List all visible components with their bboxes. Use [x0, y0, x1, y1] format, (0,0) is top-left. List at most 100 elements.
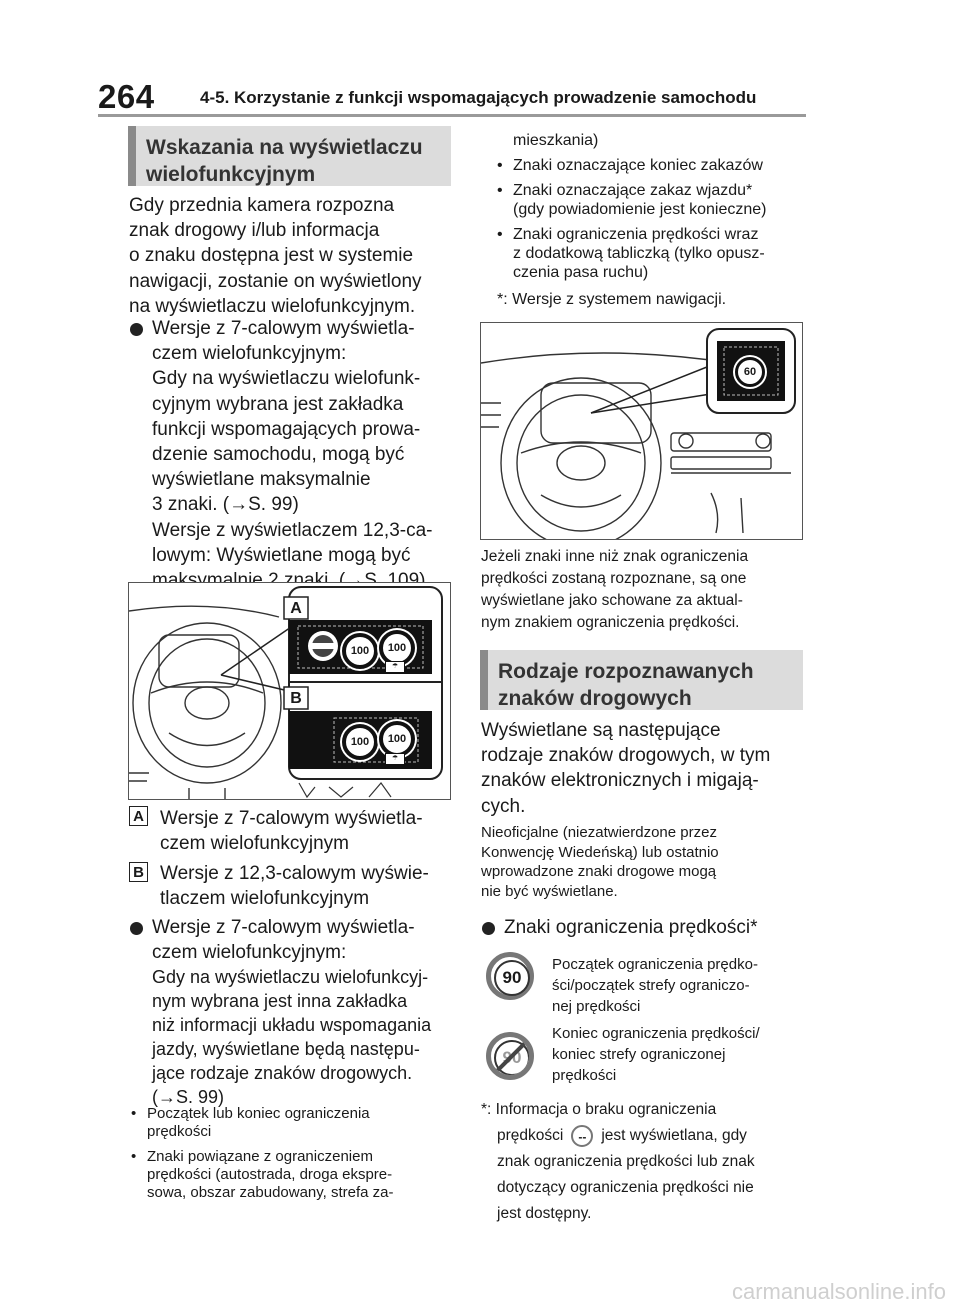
- text-line: nym wybrana jest inna zakładka: [152, 991, 408, 1012]
- plate-icon: ☂: [385, 753, 405, 765]
- text-line: prędkości (autostrada, droga ekspre-: [147, 1166, 393, 1183]
- text-line: wprowadzone znaki drogowe mogą: [481, 863, 717, 880]
- bullet-paragraph: Wersje z 7-calowym wyświetla- czem wielo…: [152, 915, 452, 1109]
- page-number: 264: [98, 78, 155, 115]
- text-line: 3 znaki. (→S. 99): [152, 494, 299, 516]
- text-line: ści/początek strefy ograniczo-: [552, 977, 750, 994]
- speed-limit-end-icon: 90: [486, 1032, 534, 1080]
- text-line: Wersje z 7-calowym wyświetla-: [152, 318, 415, 339]
- text-line: Początek ograniczenia prędko-: [552, 956, 758, 973]
- text-line: funkcji wspomagających prowa-: [152, 418, 421, 440]
- footnote: *: Wersje z systemem nawigacji.: [497, 291, 727, 308]
- bullet-icon: •: [131, 1148, 137, 1165]
- text-line: jest dostępny.: [497, 1205, 592, 1222]
- text-line: czem wielofunkcyjnym:: [152, 942, 347, 964]
- text-line: lowym: Wyświetlane mogą być: [152, 544, 411, 566]
- plate-icon: ☂: [385, 661, 405, 673]
- text-segment: prędkości: [497, 1127, 564, 1144]
- legend-label-a: A: [129, 806, 148, 826]
- text-line: Wersje z 12,3-calowym wyświe-: [160, 863, 429, 884]
- small-list: • Początek lub koniec ograniczenia prędk…: [131, 1105, 461, 1202]
- text-line: Gdy na wyświetlaczu wielofunk-: [152, 368, 421, 390]
- section-heading-line: Wskazania na wyświetlaczu: [146, 136, 423, 159]
- text-segment: jest wyświetlana, gdy: [601, 1127, 747, 1144]
- list-item: • Znaki oznaczające koniec zakazów: [497, 156, 807, 175]
- right-list: mieszkania) • Znaki oznaczające koniec z…: [497, 131, 807, 309]
- legend-b-text: Wersje z 12,3-calowym wyświe- tlaczem wi…: [160, 861, 455, 911]
- no-limit-footnote: *: Informacja o braku ograniczenia prędk…: [481, 1097, 811, 1227]
- figure-dashboard-display: 100 100 ☂ 100 100 ☂ A B: [128, 582, 451, 800]
- sign2-description: Koniec ograniczenia prędkości/ koniec st…: [552, 1023, 812, 1086]
- text-line: nej prędkości: [552, 998, 641, 1015]
- text-line: Znaki ograniczenia prędkości wraz: [513, 226, 759, 243]
- figure-label-a: A: [290, 600, 302, 617]
- text-line: Wersje z 7-calowym wyświetla-: [160, 808, 423, 829]
- speed-limit-value: 90: [494, 960, 530, 996]
- speed-sign-icon: 100: [342, 724, 378, 760]
- text-line: sowa, obszar zabudowany, strefa za-: [147, 1184, 394, 1201]
- header-rule: [98, 114, 806, 117]
- section-heading-line: wielofunkcyjnym: [146, 163, 316, 186]
- no-limit-icon: --: [571, 1125, 594, 1147]
- text-line: cyjnym wybrana jest zakładka: [152, 393, 404, 415]
- speed-sign-icon: 100: [379, 721, 415, 757]
- text-line: Wersje z 7-calowym wyświetla-: [152, 917, 415, 938]
- figure-caption: Jeżeli znaki inne niż znak ograniczenia …: [481, 546, 811, 634]
- text-line: Wersje z wyświetlaczem 12,3-ca-: [152, 519, 433, 541]
- text-line: koniec strefy ograniczonej: [552, 1046, 726, 1063]
- text-line: Nieoficjalne (niezatwierdzone przez: [481, 824, 717, 841]
- text-line: Gdy przednia kamera rozpozna: [129, 195, 395, 216]
- text-line: *: Informacja o braku ograniczenia: [481, 1101, 717, 1118]
- text-line: Znaki oznaczające koniec zakazów: [513, 157, 763, 174]
- list-item: • Znaki ograniczenia prędkości wraz z do…: [497, 225, 807, 282]
- text-line: cych.: [481, 795, 526, 817]
- text-line: znak ograniczenia prędkości lub znak: [497, 1153, 755, 1170]
- text-line: Konwencję Wiedeńską) lub ostatnio: [481, 843, 719, 861]
- list-item: • Znaki powiązane z ograniczeniem prędko…: [131, 1148, 461, 1202]
- speed-limit-start-icon: 90: [486, 952, 534, 1000]
- bullet-icon: •: [497, 157, 503, 174]
- chapter-title: 4-5. Korzystanie z funkcji wspomagającyc…: [200, 88, 757, 107]
- text-line: czem wielofunkcyjnym:: [152, 343, 347, 365]
- text-line: (→S. 99): [152, 1087, 225, 1108]
- text-line: nawigacji, zostanie on wyświetlony: [129, 270, 422, 292]
- bullet-dot-icon: [130, 323, 143, 336]
- text-line: wyświetlane maksymalnie: [152, 469, 371, 491]
- signs-note: Nieoficjalne (niezatwierdzone przez Konw…: [481, 823, 811, 901]
- text-line: znak drogowy i/lub informacja: [129, 220, 380, 242]
- text-line: o znaku dostępna jest w systemie: [129, 245, 414, 267]
- text-line: czem wielofunkcyjnym: [160, 833, 349, 855]
- bullet-dot-icon: [482, 922, 495, 935]
- bullet-dot-icon: [130, 922, 143, 935]
- section-heading-signs: Rodzaje rozpoznawanych znaków drogowych: [480, 650, 803, 710]
- bullet-icon: •: [131, 1105, 137, 1122]
- text-line: prędkości zostaną rozpoznane, są one: [481, 570, 747, 587]
- bullet-title: Znaki ograniczenia prędkości*: [504, 917, 758, 938]
- legend-label-b: B: [129, 862, 148, 882]
- text-line: jące rodzaje znaków drogowych.: [152, 1063, 413, 1084]
- text-line: Wyświetlane są następujące: [481, 720, 721, 741]
- signs-intro: Wyświetlane są następujące rodzaje znakó…: [481, 718, 811, 819]
- text-line: Jeżeli znaki inne niż znak ograniczenia: [481, 548, 749, 565]
- dashboard-illustration-icon: [481, 328, 796, 539]
- legend-a-text: Wersje z 7-calowym wyświetla- czem wielo…: [160, 806, 455, 856]
- text-line: Znaki oznaczające zakaz wjazdu*: [513, 182, 753, 199]
- section-heading-display: Wskazania na wyświetlaczu wielofunkcyjny…: [128, 126, 451, 186]
- text-line: czenia pasa ruchu): [513, 264, 649, 281]
- text-line: niż informacji układu wspomagania: [152, 1015, 432, 1036]
- text-line: dzenie samochodu, mogą być: [152, 444, 405, 466]
- bullet-icon: •: [497, 226, 503, 243]
- list-item: • Znaki oznaczające zakaz wjazdu* (gdy p…: [497, 181, 807, 219]
- intro-paragraph: Gdy przednia kamera rozpozna znak drogow…: [129, 193, 459, 319]
- text-line: Koniec ograniczenia prędkości/: [552, 1025, 760, 1042]
- watermark: carmanualsonline.info: [731, 1279, 946, 1304]
- text-line: Znaki powiązane z ograniczeniem: [147, 1148, 373, 1165]
- text-line: nie być wyświetlane.: [481, 882, 618, 900]
- text-line: jazdy, wyświetlane będą następu-: [152, 1039, 420, 1060]
- text-line: (gdy powiadomienie jest konieczne): [513, 201, 767, 218]
- sign1-description: Początek ograniczenia prędko- ści/począt…: [552, 954, 812, 1017]
- speed-sign-icon: 100: [342, 633, 378, 669]
- text-line: tlaczem wielofunkcyjnym: [160, 888, 370, 910]
- text-line: na wyświetlaczu wielofunkcyjnym.: [129, 295, 416, 317]
- text-line: dotyczący ograniczenia prędkości nie: [497, 1179, 754, 1196]
